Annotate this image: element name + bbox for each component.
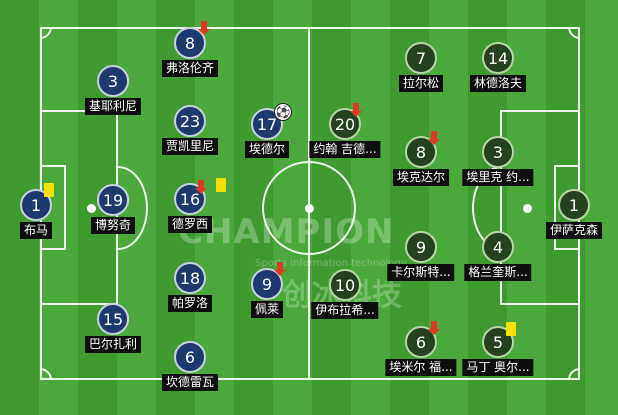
player-name: 约翰 吉德... xyxy=(309,141,381,158)
player-number: 9 xyxy=(405,231,437,263)
player-number: 7 xyxy=(405,42,437,74)
player-name: 马丁 奥尔... xyxy=(462,359,534,376)
away-player-20[interactable]: 20 约翰 吉德... xyxy=(295,108,395,168)
player-number: 4 xyxy=(482,231,514,263)
player-name: 林德洛夫 xyxy=(469,75,527,92)
player-name: 布马 xyxy=(19,222,53,239)
player-name: 埃米尔 福... xyxy=(385,359,457,376)
player-number: 10 xyxy=(329,269,361,301)
corner-arc-bottom-left xyxy=(40,368,52,380)
home-player-3[interactable]: 3 基耶利尼 xyxy=(63,65,163,125)
home-player-16[interactable]: 16 德罗西 xyxy=(140,183,240,243)
away-player-10[interactable]: 10 伊布拉希... xyxy=(295,269,395,329)
player-number: 8 xyxy=(405,136,437,168)
player-number: 3 xyxy=(97,65,129,97)
home-player-6[interactable]: 6 坎德雷瓦 xyxy=(140,341,240,401)
player-name: 基耶利尼 xyxy=(84,98,142,115)
substitution-arrow-icon xyxy=(428,321,440,335)
player-name: 贾凯里尼 xyxy=(161,138,219,155)
away-player-3[interactable]: 3 埃里克 约... xyxy=(448,136,548,196)
player-name: 巴尔扎利 xyxy=(84,336,142,353)
right-penalty-spot xyxy=(523,204,532,213)
away-player-8[interactable]: 8 埃克达尔 xyxy=(371,136,471,196)
home-player-15[interactable]: 15 巴尔扎利 xyxy=(63,303,163,363)
home-player-1[interactable]: 1 布马 xyxy=(0,189,86,249)
corner-arc-top-right xyxy=(568,27,580,39)
away-player-7[interactable]: 7 拉尔松 xyxy=(371,42,471,102)
player-name: 格兰奎斯... xyxy=(464,264,532,281)
player-name: 卡尔斯特... xyxy=(387,264,455,281)
player-name: 德罗西 xyxy=(167,216,213,233)
yellow-card-icon xyxy=(506,322,516,336)
player-name: 帕罗洛 xyxy=(167,295,213,312)
away-player-6[interactable]: 6 埃米尔 福... xyxy=(371,326,471,386)
home-player-8[interactable]: 8 弗洛伦齐 xyxy=(140,27,240,87)
player-number: 19 xyxy=(97,184,129,216)
substitution-arrow-icon xyxy=(198,21,210,35)
player-number: 3 xyxy=(482,136,514,168)
away-player-4[interactable]: 4 格兰奎斯... xyxy=(448,231,548,291)
away-player-1[interactable]: 1 伊萨克森 xyxy=(524,189,618,249)
home-player-19[interactable]: 19 博努奇 xyxy=(63,184,163,244)
substitution-arrow-icon xyxy=(274,262,286,276)
substitution-arrow-icon xyxy=(428,131,440,145)
left-penalty-spot xyxy=(87,204,96,213)
yellow-card-icon xyxy=(216,178,226,192)
substitution-arrow-icon xyxy=(350,103,362,117)
player-number: 23 xyxy=(174,105,206,137)
player-name: 拉尔松 xyxy=(398,75,444,92)
player-number: 1 xyxy=(20,189,52,221)
substitution-arrow-icon xyxy=(195,180,207,194)
player-name: 伊萨克森 xyxy=(545,222,603,239)
away-player-5[interactable]: 5 马丁 奥尔... xyxy=(448,326,548,386)
home-player-9[interactable]: 9 佩莱 xyxy=(217,268,317,328)
player-name: 坎德雷瓦 xyxy=(161,374,219,391)
player-name: 埃德尔 xyxy=(244,141,290,158)
player-number: 1 xyxy=(558,189,590,221)
home-player-18[interactable]: 18 帕罗洛 xyxy=(140,262,240,322)
player-name: 弗洛伦齐 xyxy=(161,60,219,77)
player-name: 埃里克 约... xyxy=(462,169,534,186)
player-number: 15 xyxy=(97,303,129,335)
player-number: 20 xyxy=(329,108,361,140)
player-number: 18 xyxy=(174,262,206,294)
center-circle xyxy=(262,161,356,255)
corner-arc-bottom-right xyxy=(568,368,580,380)
away-player-9[interactable]: 9 卡尔斯特... xyxy=(371,231,471,291)
watermark-brand: CHAMPION xyxy=(178,212,395,252)
player-name: 埃克达尔 xyxy=(392,169,450,186)
player-number: 6 xyxy=(174,341,206,373)
player-number: 14 xyxy=(482,42,514,74)
watermark-tagline: Sports information technology xyxy=(255,258,407,269)
yellow-card-icon xyxy=(44,183,54,197)
player-name: 佩莱 xyxy=(250,301,284,318)
player-name: 博努奇 xyxy=(90,217,136,234)
center-spot xyxy=(305,204,314,213)
soccer-ball-icon: ⚽ xyxy=(274,103,292,121)
home-player-23[interactable]: 23 贾凯里尼 xyxy=(140,105,240,165)
corner-arc-top-left xyxy=(40,27,52,39)
away-player-14[interactable]: 14 林德洛夫 xyxy=(448,42,548,102)
player-name: 伊布拉希... xyxy=(311,302,379,319)
